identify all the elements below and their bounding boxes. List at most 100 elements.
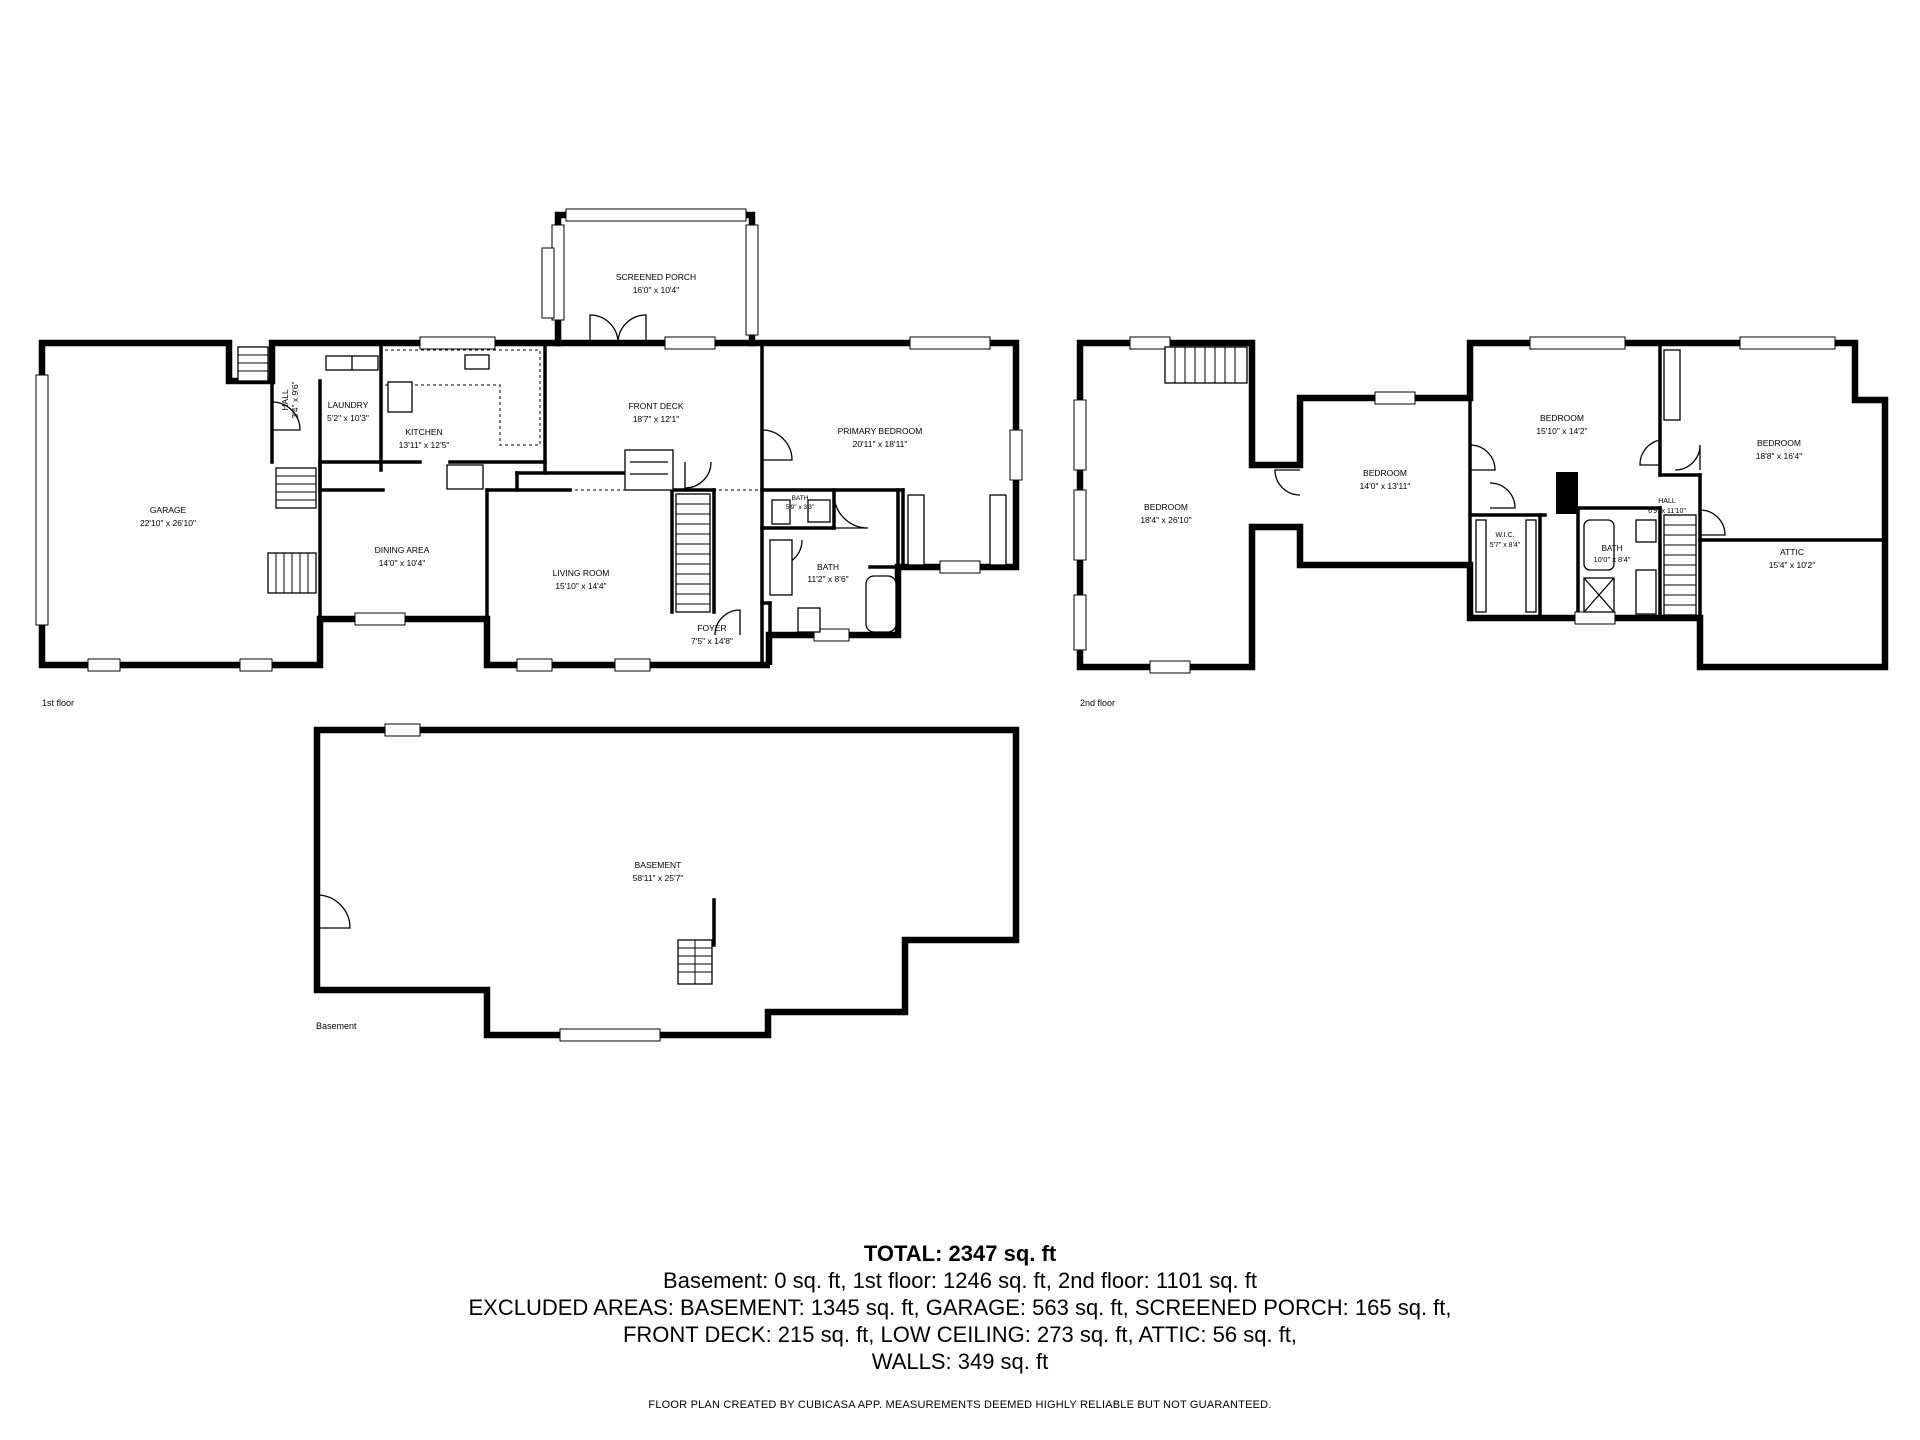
room-dims: 18'4" x 26'10" xyxy=(1140,515,1191,525)
bedroom-d-closet xyxy=(1663,349,1681,421)
stairs-2nd-hall xyxy=(1663,514,1697,616)
primary-bedroom-door xyxy=(761,429,793,461)
room-dims: 3'4" x 9'6" xyxy=(290,381,300,418)
living-window-b2 xyxy=(614,658,651,672)
room-dims: 18'7" x 12'1" xyxy=(633,414,680,424)
room-dims: 58'11" x 25'7" xyxy=(633,873,684,883)
room-dims: 16'0" x 10'4" xyxy=(633,285,680,295)
room-name: LIVING ROOM xyxy=(553,568,610,578)
summary-line: EXCLUDED AREAS: BASEMENT: 1345 sq. ft, G… xyxy=(468,1295,1452,1320)
closet-shelf-b xyxy=(989,494,1007,566)
bedroom-b-door xyxy=(1274,469,1301,496)
second-floor-outer-wall xyxy=(1076,339,1889,671)
room-dims: 6'9" x 11'10" xyxy=(1648,508,1686,515)
wic-shelf-a xyxy=(1475,519,1487,613)
room-name: DINING AREA xyxy=(375,545,430,555)
chimney xyxy=(1556,472,1578,514)
bath-window xyxy=(813,628,850,642)
summary-line: FRONT DECK: 215 sq. ft, LOW CEILING: 273… xyxy=(622,1322,1298,1347)
room-dims: 18'8" x 16'4" xyxy=(1756,451,1803,461)
stairs-living xyxy=(675,493,711,613)
room-dims: 14'0" x 13'11" xyxy=(1360,481,1411,491)
room-name: BATH xyxy=(792,495,809,502)
bath-closet-door xyxy=(833,493,869,529)
room-name: BATH xyxy=(817,562,839,572)
stairs-2nd-a xyxy=(1164,346,1248,384)
garage-window-b2 xyxy=(239,658,273,672)
room-dims: 5'2" x 10'3" xyxy=(327,413,369,423)
room-name: BASEMENT xyxy=(635,860,682,870)
dining-window xyxy=(354,612,406,626)
bedroom-d-door xyxy=(1674,444,1701,471)
total-area: TOTAL: 2347 sq. ft xyxy=(863,1241,1057,1266)
kitchen-sink xyxy=(464,354,490,370)
bath-small-sink xyxy=(807,499,831,523)
floor-label: 1st floor xyxy=(42,698,74,708)
room-name: BEDROOM xyxy=(1363,468,1407,478)
floor-label: Basement xyxy=(316,1021,357,1031)
room-name: FRONT DECK xyxy=(628,401,683,411)
room-dims: 10'0" x 8'4" xyxy=(1594,555,1631,564)
room-dims: 11'2" x 8'6" xyxy=(807,574,848,584)
room-dims: 15'10" x 14'4" xyxy=(555,581,606,591)
hall-door-c xyxy=(1639,439,1661,466)
bedroom-a-window-l2 xyxy=(1073,489,1087,561)
first-floor-outer-wall xyxy=(38,339,1020,669)
closet-window xyxy=(939,560,981,574)
kitchen-range xyxy=(387,381,413,413)
wic-shelf-b xyxy=(1525,519,1537,613)
stairs-basement xyxy=(677,939,713,985)
room-name: PRIMARY BEDROOM xyxy=(838,426,923,436)
room-dims: 15'10" x 14'2" xyxy=(1536,426,1587,436)
floor-label: 2nd floor xyxy=(1080,698,1115,708)
room-dims: 5'7" x 8'4" xyxy=(1490,542,1521,549)
room-name: W.I.C. xyxy=(1495,532,1514,539)
kitchen-counter-outline xyxy=(385,349,541,446)
room-name: BEDROOM xyxy=(1144,502,1188,512)
bedroom-a-window-l1 xyxy=(1073,399,1087,471)
room-name: ATTIC xyxy=(1780,547,1804,557)
porch-window-right xyxy=(745,224,759,336)
room-dims: 13'11" x 12'5" xyxy=(399,440,450,450)
bath2-vanity xyxy=(1635,569,1657,615)
room-name: BATH xyxy=(1602,544,1623,553)
room-name: BEDROOM xyxy=(1540,413,1584,423)
front-door xyxy=(714,609,741,636)
bath2-tub xyxy=(1583,519,1615,571)
second-floor: BEDROOM 18'4" x 26'10" BEDROOM 14'0" x 1… xyxy=(1073,336,1889,708)
basement-floor: BASEMENT 58'11" x 25'7" Basement xyxy=(313,723,1020,1042)
bedroom-d-window xyxy=(1739,336,1836,350)
bath-tub xyxy=(865,575,897,633)
bath-toilet xyxy=(797,607,821,633)
porch-door-left xyxy=(589,314,619,344)
room-name: SCREENED PORCH xyxy=(616,272,696,282)
hall-door xyxy=(271,401,301,431)
stairs-hall xyxy=(237,346,269,382)
room-dims: 20'11" x 18'11" xyxy=(853,439,908,449)
room-name: HALL xyxy=(280,389,290,411)
room-dims: 7'5" x 14'8" xyxy=(691,636,733,646)
living-window-b1 xyxy=(516,658,553,672)
basement-outer-wall xyxy=(313,726,1020,1039)
foyer-door xyxy=(684,461,712,489)
bedroom-c-window xyxy=(1529,336,1626,350)
room-name: HALL xyxy=(1658,498,1676,505)
summary-line: Basement: 0 sq. ft, 1st floor: 1246 sq. … xyxy=(663,1268,1257,1293)
fireplace xyxy=(624,449,674,491)
basement-window-top xyxy=(384,723,421,737)
room-dims: 14'0" x 10'4" xyxy=(379,558,426,568)
porch-door-right xyxy=(617,314,647,344)
bedroom-b-window xyxy=(1374,391,1416,405)
closet-shelf-a xyxy=(907,494,925,566)
bath-vanity xyxy=(769,539,793,596)
bedroom-c-door xyxy=(1469,444,1496,471)
disclaimer: FLOOR PLAN CREATED BY CUBICASA APP. MEAS… xyxy=(648,1399,1272,1411)
room-name: KITCHEN xyxy=(405,427,442,437)
room-dims: 5'9" x 3'3" xyxy=(786,504,815,511)
room-dims: 22'10" x 26'10" xyxy=(140,518,196,528)
garage-window-b1 xyxy=(87,658,121,672)
room-name: BEDROOM xyxy=(1757,438,1801,448)
attic-door xyxy=(1699,509,1726,536)
bath2-toilet xyxy=(1635,519,1657,543)
